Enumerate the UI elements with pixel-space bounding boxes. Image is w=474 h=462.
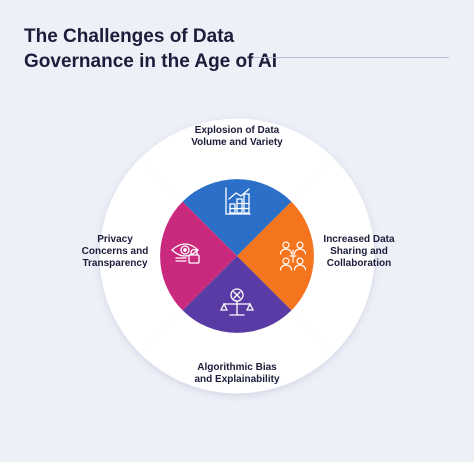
title-divider <box>253 57 449 58</box>
label-line: Volume and Variety <box>191 137 283 148</box>
label-line: Explosion of Data <box>194 125 280 136</box>
label-line: Transparency <box>82 258 148 269</box>
network-users-icon <box>279 241 307 271</box>
label-line: and Explainability <box>194 374 280 385</box>
label-line: Concerns and <box>81 246 149 257</box>
title-line-1: The Challenges of Data <box>24 26 235 47</box>
segment-label-top: Explosion of Data Volume and Variety <box>177 125 297 149</box>
label-line: Increased Data <box>323 234 395 245</box>
segment-label-bottom: Algorithmic Bias and Explainability <box>177 362 297 386</box>
eye-lock-icon <box>171 243 200 264</box>
wedge-right <box>237 201 314 311</box>
segment-label-right: Increased Data Sharing and Collaboration <box>299 234 419 270</box>
label-line: Collaboration <box>326 258 392 269</box>
page-title: The Challenges of Data Governance in the… <box>24 24 277 74</box>
title-line-2: Governance in the Age of AI <box>24 51 278 72</box>
label-line: Privacy <box>97 234 133 245</box>
wedge-top <box>182 179 292 256</box>
bar-chart-icon <box>225 187 251 215</box>
balance-scale-icon <box>219 288 255 316</box>
segment-label-left: Privacy Concerns and Transparency <box>55 234 175 270</box>
label-line: Algorithmic Bias <box>197 362 277 373</box>
label-line: Sharing and <box>330 246 388 257</box>
